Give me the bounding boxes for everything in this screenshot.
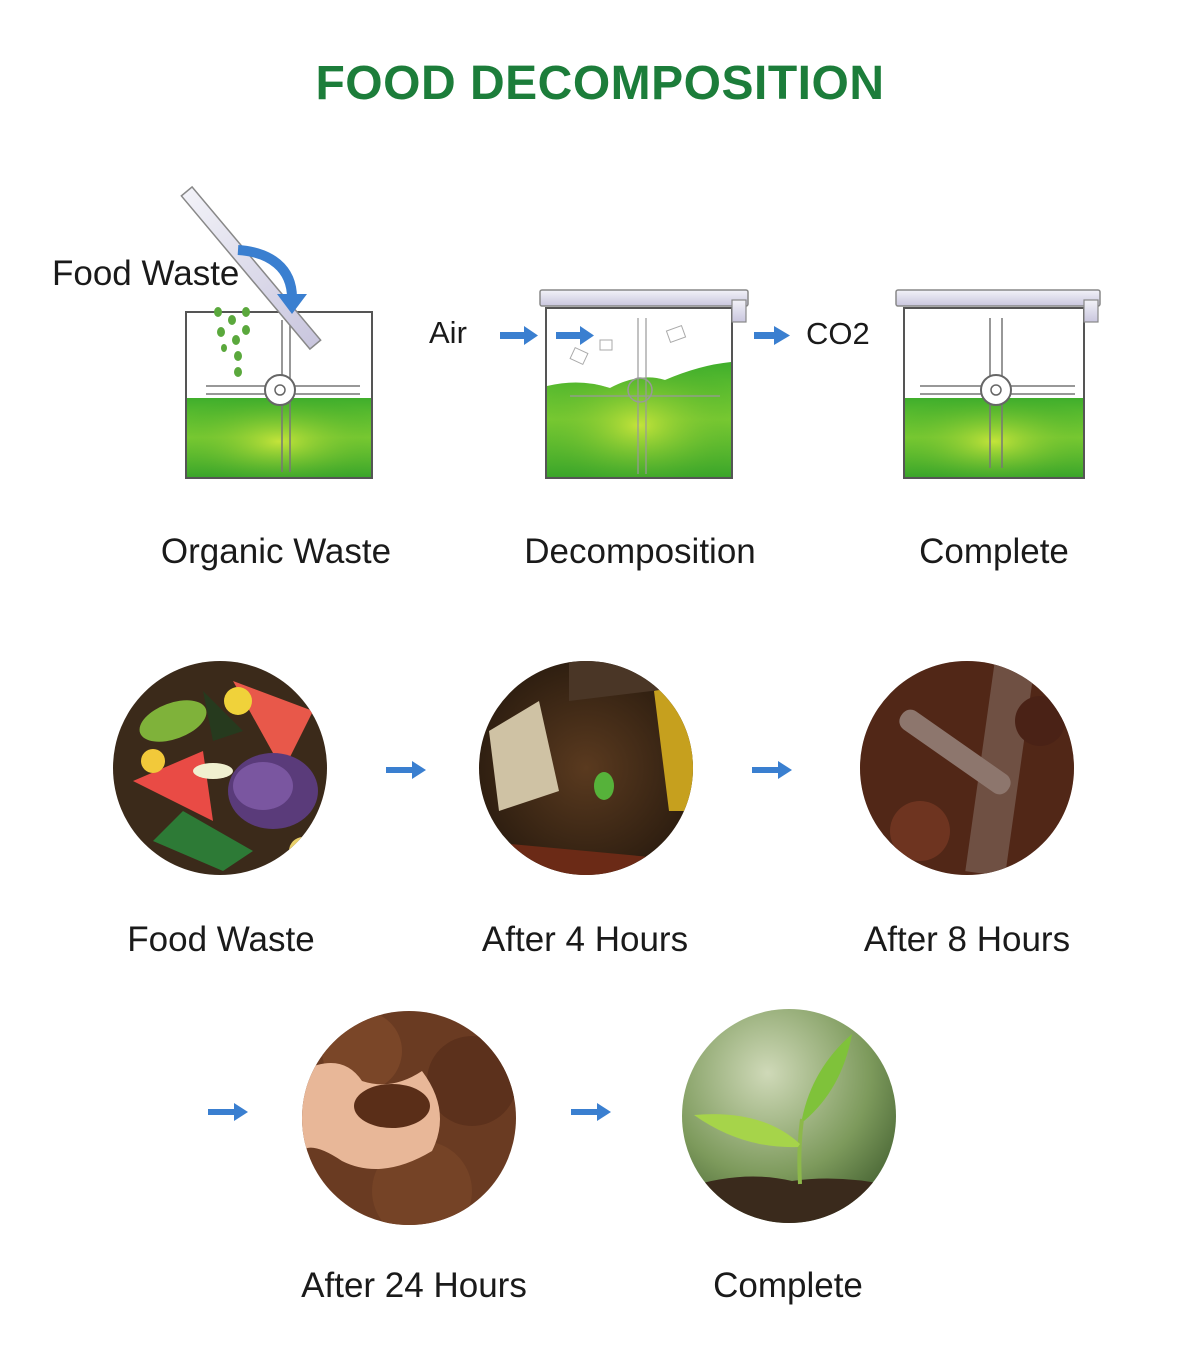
falling-waste-icon [214,307,250,377]
food-waste-input-label: Food Waste [52,254,240,293]
tank-organic-waste [180,185,373,479]
air-arrow-icon [500,326,594,345]
tank-complete [895,289,1101,479]
step-label-food-waste: Food Waste [127,920,315,959]
stage-label-organic-waste: Organic Waste [160,532,392,571]
page-title: FOOD DECOMPOSITION [315,57,885,110]
arrow-right-icon [752,761,792,779]
step-label-after-24-hours: After 24 Hours [301,1266,527,1305]
photo-after-4-hours [479,661,693,875]
process-diagram: Food Waste Air CO2 [0,150,1200,510]
curved-arrow-icon [237,245,297,299]
photo-food-waste [113,661,327,875]
photo-after-8-hours [860,661,1074,875]
arrow-right-icon [571,1103,611,1121]
step-label-after-4-hours: After 4 Hours [481,920,689,959]
stage-label-complete: Complete [919,532,1069,571]
tank-decomposition [539,289,749,479]
arrow-right-icon [386,761,426,779]
photo-after-24-hours [302,1011,516,1225]
step-label-after-8-hours: After 8 Hours [863,920,1071,959]
step-label-complete: Complete [713,1266,863,1305]
arrow-right-icon [208,1103,248,1121]
co2-arrow-icon [754,326,790,345]
photo-complete-sprout [682,1009,896,1223]
process-diagram-art [180,185,1101,479]
stage-label-decomposition: Decomposition [524,532,756,571]
air-label: Air [429,315,467,350]
co2-label: CO2 [806,316,870,351]
